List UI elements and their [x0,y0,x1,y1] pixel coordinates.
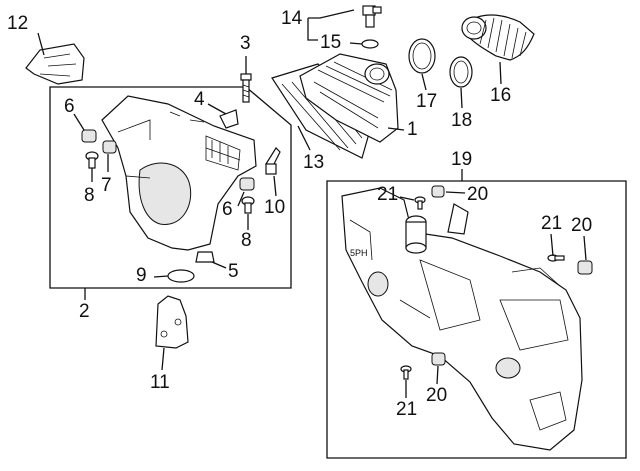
callout-14: 14 [281,8,303,29]
callout-21-top: 21 [377,184,399,205]
bracket-11 [155,295,189,349]
seal-9 [167,269,195,283]
clip-4 [219,109,239,129]
bolt-8-right [241,196,255,214]
bolt-21-bottom [400,365,412,380]
housing-stamp: 5PH [350,248,368,258]
clamp-17 [408,38,436,74]
callout-12: 12 [7,13,29,34]
callout-6-right: 6 [222,199,233,220]
resonator-19 [341,187,583,451]
callout-20-top: 20 [467,184,489,205]
callout-20-bottom: 20 [426,385,448,406]
grommet-6-left [81,129,97,143]
callout-20-right: 20 [571,215,593,236]
callout-8-right: 8 [241,230,252,251]
bolt-21-top [414,196,426,210]
intake-duct-16 [461,14,535,61]
callout-8-left: 8 [84,185,95,206]
grommet-5 [195,251,215,263]
callout-7: 7 [101,175,112,196]
bolt-21-right [547,254,565,262]
callout-15: 15 [320,32,342,53]
callout-4: 4 [194,89,205,110]
callout-19: 19 [451,149,473,170]
callout-21-right: 21 [541,213,563,234]
callout-9: 9 [136,265,147,286]
bracket-12 [25,43,85,85]
callout-2: 2 [79,301,90,322]
grommet-20-top [431,185,445,198]
grommet-20-bottom [431,352,446,366]
callout-6-left: 6 [64,96,75,117]
callout-5: 5 [228,261,239,282]
callout-13: 13 [303,152,325,173]
grommet-6-right [239,177,255,191]
group-2-frame [49,86,292,289]
clamp-18 [449,56,473,88]
callout-16: 16 [490,85,512,106]
callout-21-bottom: 21 [396,399,418,420]
temperature-sensor-10 [265,147,281,175]
o-ring-15 [361,39,379,49]
bolt-3 [240,73,252,103]
callout-3: 3 [240,33,251,54]
callout-11: 11 [150,372,170,393]
air-filter-13 [271,63,371,159]
air-cleaner-cover-1 [299,53,399,143]
lower-housing-2 [101,95,257,251]
grommet-20-right [577,260,593,275]
bolt-8-left [85,151,99,169]
leader-lines [37,9,587,398]
callout-17: 17 [416,91,438,112]
grommet-7 [102,140,117,154]
callout-1: 1 [407,119,418,140]
mass-air-flow-sensor-14 [362,5,382,28]
group-19-frame [326,180,627,459]
callout-18: 18 [451,110,473,131]
callout-10: 10 [264,197,286,218]
